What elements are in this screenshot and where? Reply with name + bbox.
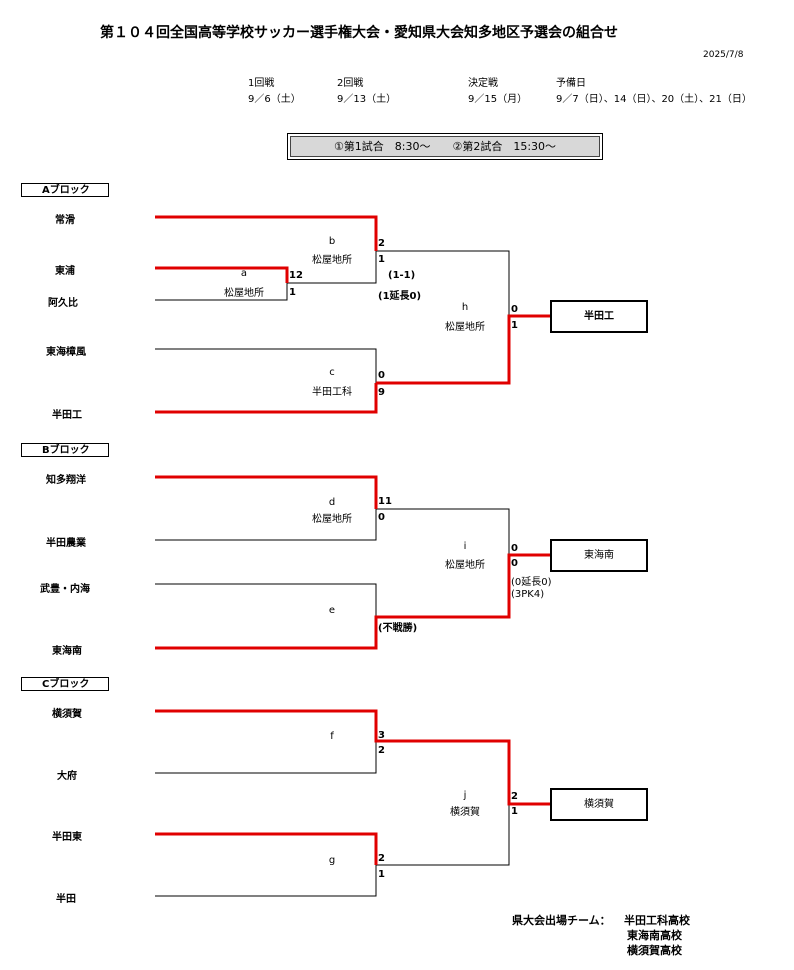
team-agui: 阿久比 bbox=[48, 298, 78, 309]
match-times-box: ①第1試合 8:30～ ②第2試合 15:30～ bbox=[287, 133, 603, 160]
line-d-bottom bbox=[155, 509, 377, 541]
team-obu: 大府 bbox=[57, 771, 77, 782]
schedule-round-1-label: 1回戦 bbox=[248, 78, 275, 89]
block-c-winner: 横須賀 bbox=[584, 799, 614, 810]
game-c-venue: 半田工科 bbox=[312, 387, 352, 398]
game-a-venue: 松屋地所 bbox=[224, 288, 264, 299]
game-a-score-bottom: 1 bbox=[289, 287, 296, 298]
game-d-score-top: 11 bbox=[378, 496, 392, 507]
line-i-top bbox=[376, 508, 510, 555]
win-line-handahigashi bbox=[155, 832, 378, 865]
game-f-score-top: 3 bbox=[378, 730, 385, 741]
game-b-score-top: 2 bbox=[378, 238, 385, 249]
game-g-score-top: 2 bbox=[378, 853, 385, 864]
schedule-reserve-date: 9／7（日）、14（日）、20（土）、21（日） bbox=[556, 94, 752, 105]
game-c-id: c bbox=[329, 367, 335, 378]
game-c-score-top: 0 bbox=[378, 370, 385, 381]
qualified-team-1: 半田工科高校 bbox=[624, 914, 690, 927]
game-e-id: e bbox=[328, 605, 336, 616]
game-c-score-bottom: 9 bbox=[378, 387, 385, 398]
game-i-note-2: (3PK4) bbox=[511, 589, 545, 600]
team-tokoname: 常滑 bbox=[55, 215, 75, 226]
game-b-score-bottom: 1 bbox=[378, 254, 385, 265]
qualified-team-2: 東海南高校 bbox=[627, 929, 682, 942]
game-b-venue: 松屋地所 bbox=[312, 255, 352, 266]
game-b-note-2: (1延長0) bbox=[378, 291, 422, 302]
team-handa-higashi: 半田東 bbox=[52, 832, 82, 843]
game-a-id: a bbox=[240, 268, 248, 279]
game-d-id: d bbox=[328, 497, 336, 508]
game-h-venue: 松屋地所 bbox=[445, 322, 485, 333]
game-a-score-top: 12 bbox=[289, 270, 303, 281]
win-line-handako-h bbox=[376, 314, 550, 385]
schedule-round-2-label: 2回戦 bbox=[337, 78, 364, 89]
team-handa: 半田 bbox=[56, 894, 76, 905]
game-h-score-top: 0 bbox=[511, 304, 518, 315]
team-chita-shoyo: 知多翔洋 bbox=[46, 475, 86, 486]
line-j-bottom bbox=[376, 804, 510, 866]
block-b-winner: 東海南 bbox=[584, 550, 614, 561]
line-c-top bbox=[155, 348, 377, 383]
line-f-bottom bbox=[155, 741, 377, 774]
schedule-reserve-label: 予備日 bbox=[556, 78, 586, 89]
game-i-venue: 松屋地所 bbox=[445, 560, 485, 571]
game-j-score-top: 2 bbox=[511, 791, 518, 802]
schedule-final-date: 9／15（月） bbox=[468, 94, 528, 105]
team-handako: 半田工 bbox=[52, 410, 82, 421]
game-e-note: (不戦勝) bbox=[378, 623, 418, 634]
qualified-team-3: 横須賀高校 bbox=[627, 944, 682, 957]
game-f-id: f bbox=[330, 731, 334, 742]
block-b-winner-box: 東海南 bbox=[550, 539, 648, 572]
game-h-score-bottom: 1 bbox=[511, 320, 518, 331]
block-a-winner-box: 半田工 bbox=[550, 300, 648, 333]
match-times-text: ①第1試合 8:30～ ②第2試合 15:30～ bbox=[333, 140, 557, 153]
team-handa-nogyo: 半田農業 bbox=[46, 538, 86, 549]
block-c-label: Cブロック bbox=[21, 677, 109, 691]
win-line-handako-c bbox=[155, 383, 378, 414]
win-line-yokosuka-f bbox=[155, 709, 550, 806]
game-i-score-top: 0 bbox=[511, 543, 518, 554]
team-yokosuka: 横須賀 bbox=[52, 709, 82, 720]
game-i-score-bottom: 0 bbox=[511, 558, 518, 569]
schedule-round-1-date: 9／6（土） bbox=[248, 94, 301, 105]
game-b-note-1: (1-1) bbox=[388, 270, 416, 281]
game-g-id: g bbox=[328, 855, 336, 866]
block-a-label: Aブロック bbox=[21, 183, 109, 197]
document-date: 2025/7/8 bbox=[703, 50, 744, 60]
block-c-winner-box: 横須賀 bbox=[550, 788, 648, 821]
game-d-score-bottom: 0 bbox=[378, 512, 385, 523]
game-b-id: b bbox=[328, 236, 336, 247]
line-h-top bbox=[376, 250, 510, 316]
game-f-score-bottom: 2 bbox=[378, 745, 385, 756]
block-a-winner: 半田工 bbox=[584, 311, 614, 322]
game-d-venue: 松屋地所 bbox=[312, 514, 352, 525]
game-i-note-1: (0延長0) bbox=[511, 577, 552, 588]
game-j-venue: 横須賀 bbox=[450, 807, 480, 818]
qualified-label: 県大会出場チーム： bbox=[512, 914, 611, 927]
win-line-tokoname bbox=[155, 215, 378, 251]
page-title: 第１０４回全国高等学校サッカー選手権大会・愛知県大会知多地区予選会の組合せ bbox=[100, 25, 618, 41]
game-h-id: h bbox=[461, 302, 469, 313]
team-tokainan: 東海南 bbox=[52, 646, 82, 657]
game-j-score-bottom: 1 bbox=[511, 806, 518, 817]
line-g-bottom bbox=[155, 865, 377, 897]
game-j-id: j bbox=[463, 790, 467, 801]
line-e-top bbox=[155, 583, 377, 617]
win-line-higashiura bbox=[155, 266, 289, 283]
team-taketoyo-utsumi: 武豊・内海 bbox=[40, 584, 90, 595]
schedule-round-2-date: 9／13（土） bbox=[337, 94, 397, 105]
team-higashiura: 東浦 bbox=[55, 266, 75, 277]
line-b-bottom bbox=[287, 251, 377, 284]
team-tokai-shofu: 東海樟風 bbox=[46, 347, 86, 358]
win-line-chita bbox=[155, 475, 378, 509]
block-b-label: Bブロック bbox=[21, 443, 109, 457]
game-i-id: i bbox=[463, 541, 467, 552]
win-line-tokainan-e bbox=[155, 553, 550, 650]
game-g-score-bottom: 1 bbox=[378, 869, 385, 880]
schedule-final-label: 決定戦 bbox=[468, 78, 498, 89]
